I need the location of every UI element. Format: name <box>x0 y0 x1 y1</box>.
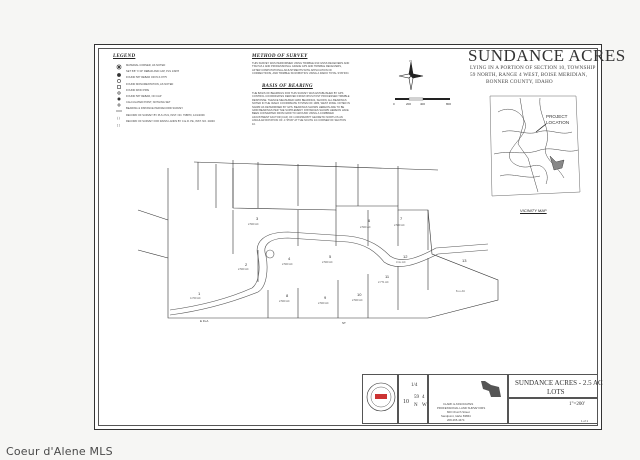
legend-item: BEARING & DISTANCE PER RECORD SURVEY <box>126 107 184 111</box>
subtitle-line: BONNER COUNTY, IDAHO <box>486 79 553 85</box>
lot-number: 7 <box>400 216 403 221</box>
title-block-firm-cell: CLARK & ASSOCIATES PROFESSIONAL LAND SUR… <box>428 374 508 424</box>
township-direction: N <box>414 403 418 408</box>
legend-item: FOUND 5/8" REBAR OR PLS 9775 <box>126 76 167 80</box>
firm-line: Sandpoint, Idaho 83864 <box>441 414 471 418</box>
lot-number: 1 <box>198 291 201 296</box>
legend-heading: LEGEND <box>113 54 136 59</box>
lot-number: 8 <box>286 293 289 298</box>
lot-acres: 8.••• AC <box>456 290 466 293</box>
lot-acres: 2.500 AC <box>360 226 371 229</box>
firm-line: PROFESSIONAL LAND SURVEYORS <box>437 406 486 410</box>
lot-acres: 2.500 AC <box>322 261 333 264</box>
scale-label-400: 400 <box>420 102 425 106</box>
scale-value: 1"=200' <box>569 402 585 407</box>
basis-of-bearing-heading: BASIS OF BEARING <box>262 84 313 89</box>
title-block-info-cell: 1"=200' 1 of 1 <box>508 398 598 424</box>
lot-number: 9 <box>324 295 327 300</box>
svg-text:( ): ( ) <box>117 116 120 120</box>
lot-acres: 4.700 AC <box>190 297 201 300</box>
section-number: 10 <box>403 399 409 405</box>
surveyor-seal-icon <box>366 382 396 412</box>
title-block-stamp-cell <box>362 374 398 424</box>
plat-road-labels: E FLA ST <box>200 319 346 325</box>
firm-line: CLARK & ASSOCIATES <box>443 402 474 406</box>
lot-number: 3 <box>256 216 259 221</box>
title-block-project-cell: SUNDANCE ACRES - 2.5 AC LOTS <box>508 374 603 398</box>
lot-acres: 2.500 AC <box>318 302 329 305</box>
lot-acres: 2.500 AC <box>282 263 293 266</box>
legend-item: RECORD OF SURVEY BY PLS 2721, INST. NO. … <box>126 113 205 117</box>
idaho-state-icon <box>477 381 501 397</box>
range-direction: W <box>422 403 427 408</box>
vicinity-map: PROJECT LOCATION <box>489 95 581 197</box>
scale-label-0: 0 <box>393 102 395 106</box>
project-location-label: PROJECT <box>546 114 568 119</box>
legend-item: MATERIAL CORNER, AS NOTED <box>126 64 166 67</box>
mls-watermark: Coeur d'Alene MLS <box>6 445 113 458</box>
lot-acres: 2.500 AC <box>394 224 405 227</box>
svg-text:[ ]: [ ] <box>117 123 120 127</box>
quarter-label: 1/4 <box>411 383 418 388</box>
plat-title: SUNDANCE ACRES <box>468 46 626 65</box>
legend-item: CALCULATED POINT, NOTHING SET <box>126 101 171 105</box>
lot-acres: 3.4•• AC <box>396 261 406 264</box>
drawing-inner-border <box>98 48 598 426</box>
range-number: 4 <box>422 395 425 400</box>
svg-text:N: N <box>410 60 412 63</box>
lot-acres: 2.500 AC <box>352 299 363 302</box>
township-number: 59 <box>414 395 419 400</box>
title-block-section-cell: 1/4 10 59 N 4 W <box>398 374 428 424</box>
legend-item: FOUND MONUMENTATION, AS NOTED <box>126 82 174 86</box>
scale-bar: 0 200 400 800 <box>393 97 451 106</box>
lot-acres: 2.771 AC <box>378 281 389 284</box>
lot-number: 6 <box>368 218 371 223</box>
firm-line: 820 Church Street <box>447 410 470 414</box>
sheet-number: 1 of 1 <box>581 419 588 423</box>
subtitle-line: 59 NORTH, RANGE 4 WEST, BOISE MERIDIAN, <box>470 72 588 78</box>
lot-acres: 2.500 AC <box>238 268 249 271</box>
basis-of-bearing-text: THE BASIS OF BEARINGS FOR THIS SURVEY WA… <box>252 92 350 126</box>
north-arrow-icon: N <box>398 60 424 91</box>
material-corner-symbol <box>116 64 122 70</box>
lot-number: 12 <box>403 254 408 259</box>
lot-number: 11 <box>385 274 390 279</box>
lot-acres: 2.500 AC <box>279 300 290 303</box>
legend-item: FOUND 5/8" REBAR, NO CAP <box>126 94 162 98</box>
legend-item: FOUND IRON PIPE <box>126 88 150 92</box>
vicinity-map-caption: VICINITY MAP <box>520 208 547 213</box>
legend-item: SET 5/8" X 30" REBAR AND CAP, PLS 14978 <box>126 70 179 74</box>
subtitle-line: LYING IN A PORTION OF SECTION 10, TOWNSH… <box>470 65 596 71</box>
project-sub: LOTS <box>547 388 565 396</box>
lot-number: 5 <box>329 254 332 259</box>
legend-item: RECORD OF SURVEY FOR RAINS LANDS BY C.E.… <box>126 120 215 124</box>
drawing-border <box>94 44 602 430</box>
lot-number: 4 <box>288 256 291 261</box>
lot-number: 13 <box>462 258 467 263</box>
lot-number: 2 <box>245 262 248 267</box>
lot-acres: 2.500 AC <box>248 223 259 226</box>
street-label: E FLA <box>200 319 208 323</box>
method-of-survey-text: THIS SURVEY WAS PERFORMED USING TRIMBLE … <box>252 62 350 76</box>
scale-label-200: 200 <box>406 102 411 106</box>
legend-symbols: ( ) [ ] <box>116 64 122 127</box>
scale-label-800: 800 <box>446 102 451 106</box>
lot-number: 10 <box>357 292 362 297</box>
plat-drawing: E FLA ST <box>137 160 499 325</box>
dimension-label: ST <box>342 321 346 325</box>
project-location-label-2: LOCATION <box>546 120 569 125</box>
method-of-survey-heading: METHOD OF SURVEY <box>252 54 308 59</box>
project-name: SUNDANCE ACRES - 2.5 AC <box>515 379 603 387</box>
firm-line: 208-265-4474 <box>447 418 465 422</box>
